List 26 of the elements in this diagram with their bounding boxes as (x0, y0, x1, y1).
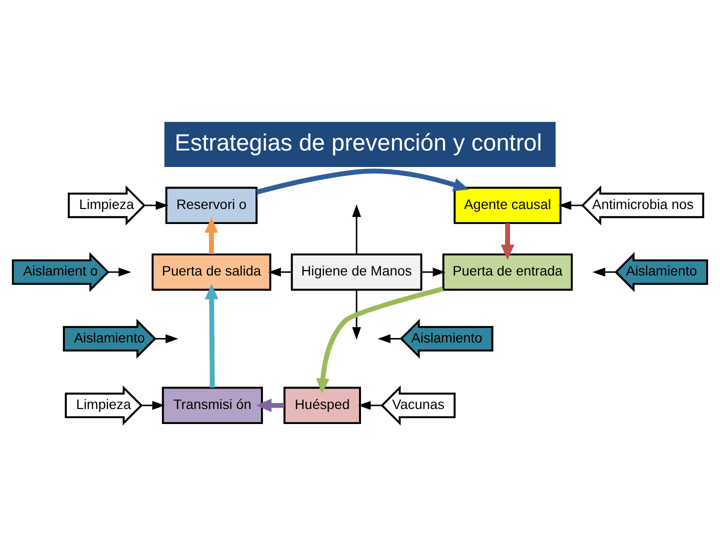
node-box: Huésped (284, 386, 361, 424)
node-box: Agente causal (454, 186, 562, 224)
node-box: Reservori o (165, 186, 258, 224)
node-box: Puerta de entrada (442, 252, 573, 290)
arrow (256, 168, 469, 194)
arrow (421, 267, 446, 276)
arrow (592, 267, 616, 276)
arrow (108, 267, 132, 276)
arrow (144, 200, 169, 210)
arrow (268, 267, 292, 276)
node-box: Puerta de salida (152, 252, 272, 290)
arrow (358, 400, 382, 410)
arrow (316, 286, 444, 394)
arrow (500, 222, 514, 260)
arrow (155, 334, 178, 343)
arrow (141, 400, 166, 410)
diagram-title: Estrategias de prevención y control (174, 128, 542, 155)
arrow (204, 283, 218, 388)
arrow (352, 204, 362, 254)
node-box: Higiene de Manos (290, 252, 422, 290)
arrow (352, 290, 362, 340)
arrow (558, 200, 583, 210)
arrow (256, 398, 284, 412)
node-box: Transmisi ón (162, 386, 263, 424)
arrow (378, 334, 402, 343)
arrow (204, 216, 218, 254)
